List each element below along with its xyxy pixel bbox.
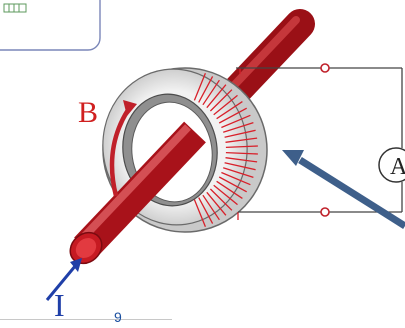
winding-turn [193, 199, 207, 227]
magnetic-field-label: B [78, 96, 98, 129]
pointer-arrow [282, 150, 405, 229]
winding-turn [202, 79, 220, 106]
winding-turn [223, 167, 254, 179]
ammeter: A [378, 147, 405, 183]
winding-turn [213, 94, 238, 116]
conductor-end-face [69, 231, 103, 265]
secondary-winding [193, 68, 258, 227]
current-direction-arrow [45, 258, 82, 301]
page-number-rule [0, 319, 172, 320]
ammeter-circuit [236, 63, 403, 217]
winding-turn [223, 121, 254, 133]
winding-turn [225, 151, 258, 155]
winding-turn [213, 184, 238, 206]
winding-turn [206, 84, 227, 109]
winding-turn [198, 197, 214, 224]
winding-turn [224, 162, 256, 171]
conductor-rod-front [74, 121, 206, 259]
winding-turn [225, 157, 258, 163]
winding-turn [224, 129, 256, 138]
winding-turn [225, 145, 258, 149]
winding-turn [216, 180, 243, 199]
winding-turn [198, 76, 214, 103]
winding-turn [221, 114, 251, 129]
winding-turn [218, 176, 248, 193]
winding-turn [193, 73, 207, 101]
winding-turn [218, 107, 248, 124]
winding-turn [206, 191, 227, 216]
ammeter-label: A [390, 154, 405, 180]
field-direction-arrow [109, 100, 137, 197]
winding-turn [209, 188, 233, 211]
winding-turn [202, 194, 220, 221]
winding-turn [216, 101, 243, 120]
page-number: 9 [114, 309, 122, 325]
inset-box [0, 0, 101, 51]
winding-turn [209, 89, 233, 112]
winding-turn [221, 171, 251, 186]
current-label: I [54, 287, 65, 323]
winding-turn [225, 137, 258, 143]
